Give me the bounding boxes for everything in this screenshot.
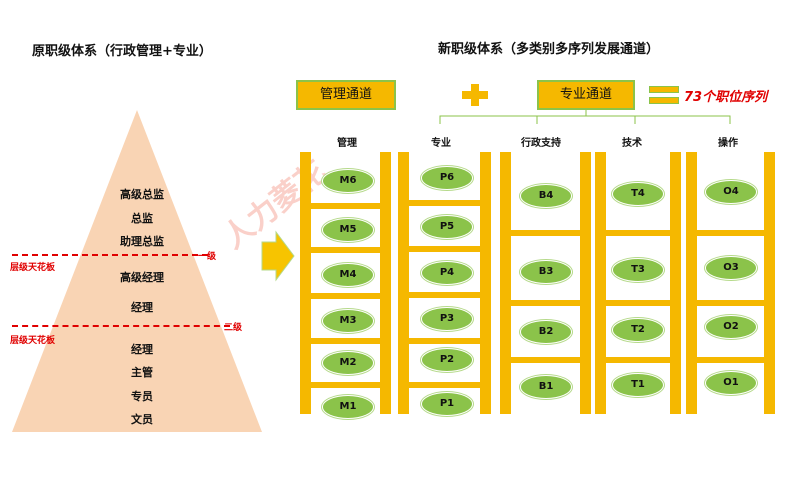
pyramid-level: 主管 [131,366,153,379]
ladder-rung [409,246,480,252]
column-header-tech: 技术 [622,138,642,149]
ladder-rail [595,152,606,414]
ladder-rail [380,152,391,414]
ladder-rung [409,292,480,298]
grade-oval-p6: P6 [421,166,473,190]
grade-oval-b2: B2 [520,320,572,344]
ladder-rung [606,300,670,306]
ceiling-label-1: 层级天花板 [10,263,56,273]
grade-oval-b3: B3 [520,260,572,284]
grade-oval-o1: O1 [705,371,757,395]
professional-channel-box: 专业通道 [537,80,635,110]
ladder-rung [409,200,480,206]
ceiling-divider-2 [12,325,230,327]
divider2-label: 二级 [224,323,243,333]
equals-icon [649,84,679,106]
grade-oval-m1: M1 [322,395,374,419]
ladder-rail [300,152,311,414]
ladder-rung [311,203,380,209]
ladder-rung [409,338,480,344]
grade-oval-t1: T1 [612,373,664,397]
ceiling-divider-1 [12,254,208,256]
ladder-rail [580,152,591,414]
grade-oval-m3: M3 [322,309,374,333]
ladder-rung [511,357,580,363]
ladder-rung [311,247,380,253]
pyramid-level: 文员 [131,413,153,426]
ladder-rung [311,382,380,388]
pyramid-level: 专员 [131,390,153,403]
pyramid-level: 经理 [131,343,153,356]
ladder-rung [311,338,380,344]
grade-oval-p1: P1 [421,392,473,416]
grade-oval-o3: O3 [705,256,757,280]
ladder-rung [606,230,670,236]
pyramid-level: 高级经理 [120,271,164,284]
plus-icon [462,84,488,106]
pyramid-level: 助理总监 [120,235,164,248]
column-header-admin: 行政支持 [521,138,561,149]
ladder-rung [697,230,764,236]
pyramid-level: 经理 [131,301,153,314]
ladder-rung [511,300,580,306]
ladder-rung [311,293,380,299]
grade-oval-m6: M6 [322,169,374,193]
ladder-rail [764,152,775,414]
ladder-rail [480,152,491,414]
ladder-rung [697,300,764,306]
grade-oval-p3: P3 [421,307,473,331]
ladder-rail [686,152,697,414]
grade-oval-m5: M5 [322,218,374,242]
grade-oval-t3: T3 [612,258,664,282]
grade-oval-m2: M2 [322,351,374,375]
result-label: 73个职位序列 [684,90,768,105]
grade-oval-o2: O2 [705,315,757,339]
right-arrow-icon [261,230,295,282]
ladder-rung [697,357,764,363]
grade-oval-p5: P5 [421,215,473,239]
grade-oval-o4: O4 [705,180,757,204]
ladder-rung [409,382,480,388]
left-title: 原职级体系（行政管理+专业） [32,44,212,59]
grade-oval-m4: M4 [322,263,374,287]
pyramid-level: 总监 [131,212,153,225]
pyramid-shape [12,110,262,432]
column-header-operation: 操作 [718,138,738,149]
ladder-rail [500,152,511,414]
grade-oval-b4: B4 [520,184,572,208]
column-header-management: 管理 [337,138,357,149]
ladder-rung [511,230,580,236]
grade-oval-t2: T2 [612,318,664,342]
ladder-rail [398,152,409,414]
right-title: 新职级体系（多类别多序列发展通道） [438,42,660,57]
ladder-rail [670,152,681,414]
divider1-label: 一级 [198,252,217,262]
grade-oval-p2: P2 [421,348,473,372]
ceiling-label-2: 层级天花板 [10,336,56,346]
column-header-professional: 专业 [431,138,451,149]
management-channel-box: 管理通道 [296,80,396,110]
channel-bracket [439,115,731,124]
grade-oval-b1: B1 [520,375,572,399]
grade-oval-t4: T4 [612,182,664,206]
grade-oval-p4: P4 [421,261,473,285]
ladder-rung [606,357,670,363]
pyramid-level: 高级总监 [120,188,164,201]
